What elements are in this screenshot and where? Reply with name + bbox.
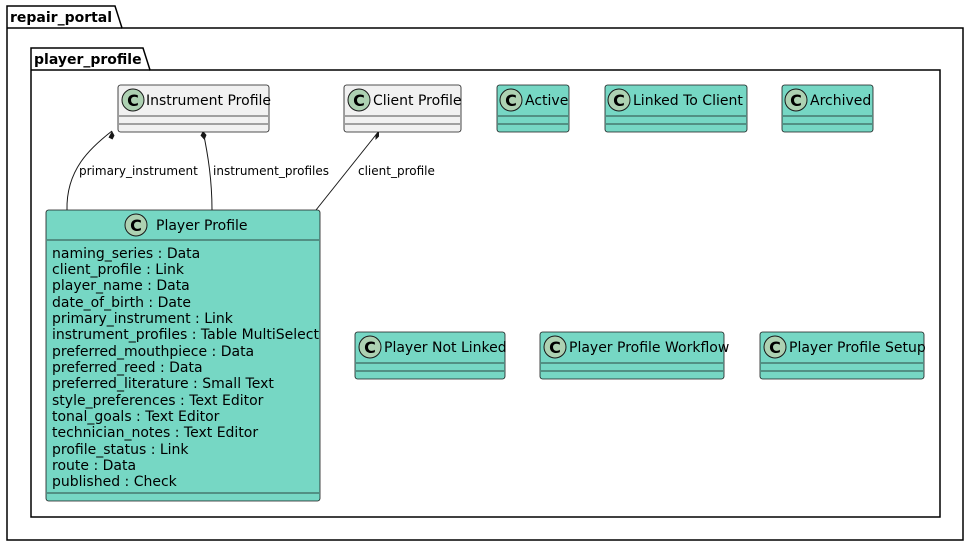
class-name: Instrument Profile [146,93,271,109]
attribute: style_preferences : Text Editor [52,393,264,409]
class-stereotype-icon [607,88,631,112]
class-name: Client Profile [373,93,462,109]
attribute: player_name : Data [52,278,190,294]
class-stereotype-letter: C [364,338,376,357]
class-instrument-profile: C Instrument Profile [117,84,271,133]
attribute: date_of_birth : Date [52,295,191,311]
class-player-not-linked: C Player Not Linked [354,331,507,380]
class-stereotype-letter: C [549,338,561,357]
class-active: C Active [496,84,570,133]
class-stereotype-icon [124,213,148,237]
composition-diamond-icon [375,131,379,140]
class-name: Archived [810,93,871,109]
class-player-profile-setup: C Player Profile Setup [759,331,926,380]
relation-primary-instrument: primary_instrument [66,130,198,211]
relation-client-profile: client_profile [315,130,435,211]
class-name: Player Profile Setup [789,340,926,356]
class-stereotype-letter: C [130,216,142,235]
class-stereotype-icon [763,335,787,359]
attribute: instrument_profiles : Table MultiSelect [52,327,319,343]
package-player-profile-name: player_profile [34,52,142,68]
class-name: Linked To Client [633,93,743,109]
class-stereotype-icon [543,335,567,359]
attribute: route : Data [52,458,136,474]
attribute: preferred_reed : Data [52,360,203,376]
attribute-list: naming_series : Data client_profile : Li… [52,246,319,490]
class-linked-to-client: C Linked To Client [604,84,748,133]
class-stereotype-icon [121,88,145,112]
class-stereotype-icon [347,88,371,112]
class-name: Player Not Linked [384,340,507,356]
class-stereotype-letter: C [613,91,625,110]
composition-diamond-icon [200,131,207,140]
attribute: technician_notes : Text Editor [52,425,258,441]
class-name: Player Profile Workflow [569,340,729,356]
class-client-profile: C Client Profile [343,84,462,133]
attribute: preferred_literature : Small Text [52,376,274,392]
relation-instrument-profiles: instrument_profiles [200,130,329,211]
relation-label-primary-instrument: primary_instrument [79,164,198,178]
class-stereotype-letter: C [790,91,802,110]
class-stereotype-icon [784,88,808,112]
class-name: Player Profile [156,218,248,234]
class-stereotype-icon [358,335,382,359]
class-stereotype-letter: C [505,91,517,110]
attribute: naming_series : Data [52,246,200,262]
class-stereotype-letter: C [769,338,781,357]
class-stereotype-icon [499,88,523,112]
attribute: preferred_mouthpiece : Data [52,344,254,360]
class-player-profile-workflow: C Player Profile Workflow [539,331,729,380]
class-player-profile: C Player Profile naming_series : Data cl… [45,209,321,502]
relation-label-client-profile: client_profile [358,164,435,178]
attribute: client_profile : Link [52,262,185,278]
attribute: profile_status : Link [52,442,189,458]
relation-label-instrument-profiles: instrument_profiles [213,164,329,178]
composition-diamond-icon [108,131,115,140]
class-archived: C Archived [781,84,874,133]
class-stereotype-letter: C [353,91,365,110]
attribute: published : Check [52,474,178,490]
class-stereotype-letter: C [127,91,139,110]
class-name: Active [525,93,568,109]
package-repair-portal-name: repair_portal [10,10,112,26]
attribute: primary_instrument : Link [52,311,234,327]
attribute: tonal_goals : Text Editor [52,409,220,425]
